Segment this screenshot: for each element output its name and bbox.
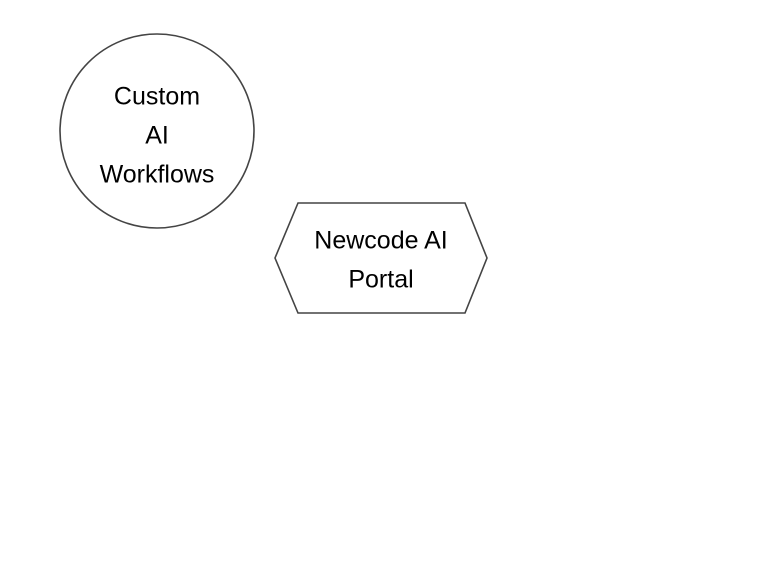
node-newcode-ai-portal[interactable]: Newcode AI Portal: [275, 203, 487, 313]
node-label-line-2: AI: [145, 122, 169, 150]
node-label-line-1: Custom: [114, 83, 200, 111]
node-label-line-2: Portal: [348, 266, 413, 294]
node-label-line-1: Newcode AI: [314, 227, 447, 255]
node-custom-ai-workflows[interactable]: Custom AI Workflows: [60, 34, 254, 228]
circle-shape[interactable]: [60, 34, 254, 228]
node-label-line-3: Workflows: [100, 161, 215, 189]
hexagon-shape[interactable]: [275, 203, 487, 313]
